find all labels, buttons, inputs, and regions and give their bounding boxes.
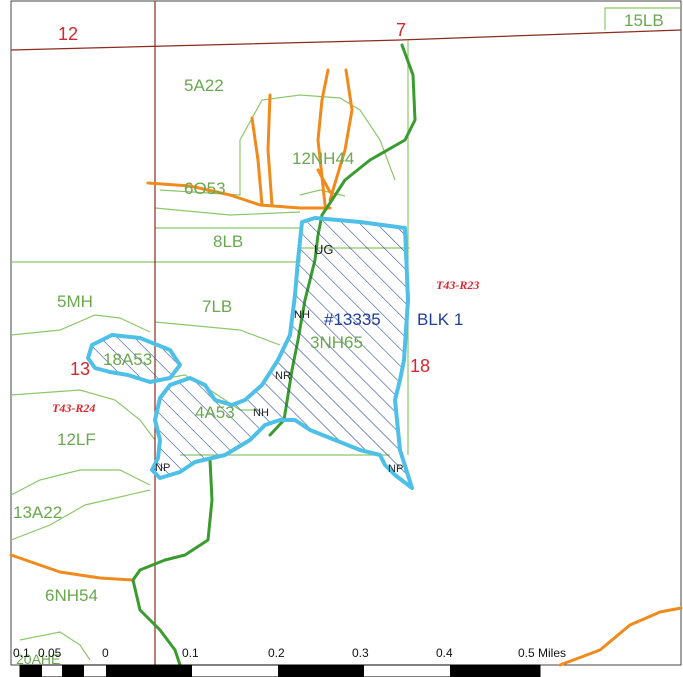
stand-label: 13A22 <box>13 503 62 522</box>
stand-label: NH <box>294 309 310 321</box>
stand-label: NP <box>155 462 170 474</box>
scale-tick-label: 0.2 <box>268 646 285 660</box>
stand-label: UG <box>314 242 334 257</box>
stand-label: NH <box>253 407 269 419</box>
scale-bar-labels: 0.1 0.05 0 0.1 0.2 0.3 0.4 0.5 Miles <box>13 646 566 660</box>
township-label: T43-R24 <box>52 401 95 415</box>
scale-tick-label: 0.3 <box>352 646 369 660</box>
scale-tick-label: 0.5 Miles <box>518 646 566 660</box>
section-number: 18 <box>410 356 430 376</box>
stand-label: 6O53 <box>184 179 226 198</box>
stand-label: 8LB <box>213 232 243 251</box>
township-label: T43-R23 <box>436 278 479 292</box>
stand-label: 12NH44 <box>292 149 354 168</box>
section-numbers: 12 7 13 18 <box>58 20 430 379</box>
block-label: BLK 1 <box>417 310 463 329</box>
stand-label: 15LB <box>624 11 664 30</box>
stand-label: 20AHE <box>16 651 60 667</box>
stand-label: 5A22 <box>184 76 224 95</box>
scale-tick-label: 0.1 <box>13 646 30 660</box>
stand-label: 4A53 <box>195 403 235 422</box>
scale-tick-label: 0.4 <box>436 646 453 660</box>
section-number: 7 <box>396 20 406 40</box>
orange-roads <box>9 68 683 667</box>
section-lines <box>10 1 682 665</box>
harvest-unit-main <box>150 216 414 490</box>
scale-tick-label: 0.1 <box>182 646 199 660</box>
stand-label: 7LB <box>202 297 232 316</box>
unit-id-label: #13335 <box>324 310 381 329</box>
stand-label: NP <box>388 463 403 475</box>
stand-label: 18A53 <box>103 350 152 369</box>
township-labels: T43-R23 T43-R24 <box>52 278 479 415</box>
stand-label: 6NH54 <box>45 586 98 605</box>
scale-tick-label: 0 <box>102 646 109 660</box>
scale-tick-label: 0.05 <box>38 646 62 660</box>
section-number: 13 <box>70 359 90 379</box>
stand-label: 3NH65 <box>310 333 363 352</box>
stand-label: 12LF <box>57 430 96 449</box>
section-number: 12 <box>58 24 78 44</box>
stand-labels: 5A22 12NH44 6O53 8LB UG 5MH 7LB 3NH65 18… <box>13 11 664 667</box>
stand-label: NR <box>275 370 291 382</box>
stand-label: 5MH <box>57 292 93 311</box>
harvest-unit-west <box>86 333 182 384</box>
scale-bar <box>19 664 541 677</box>
